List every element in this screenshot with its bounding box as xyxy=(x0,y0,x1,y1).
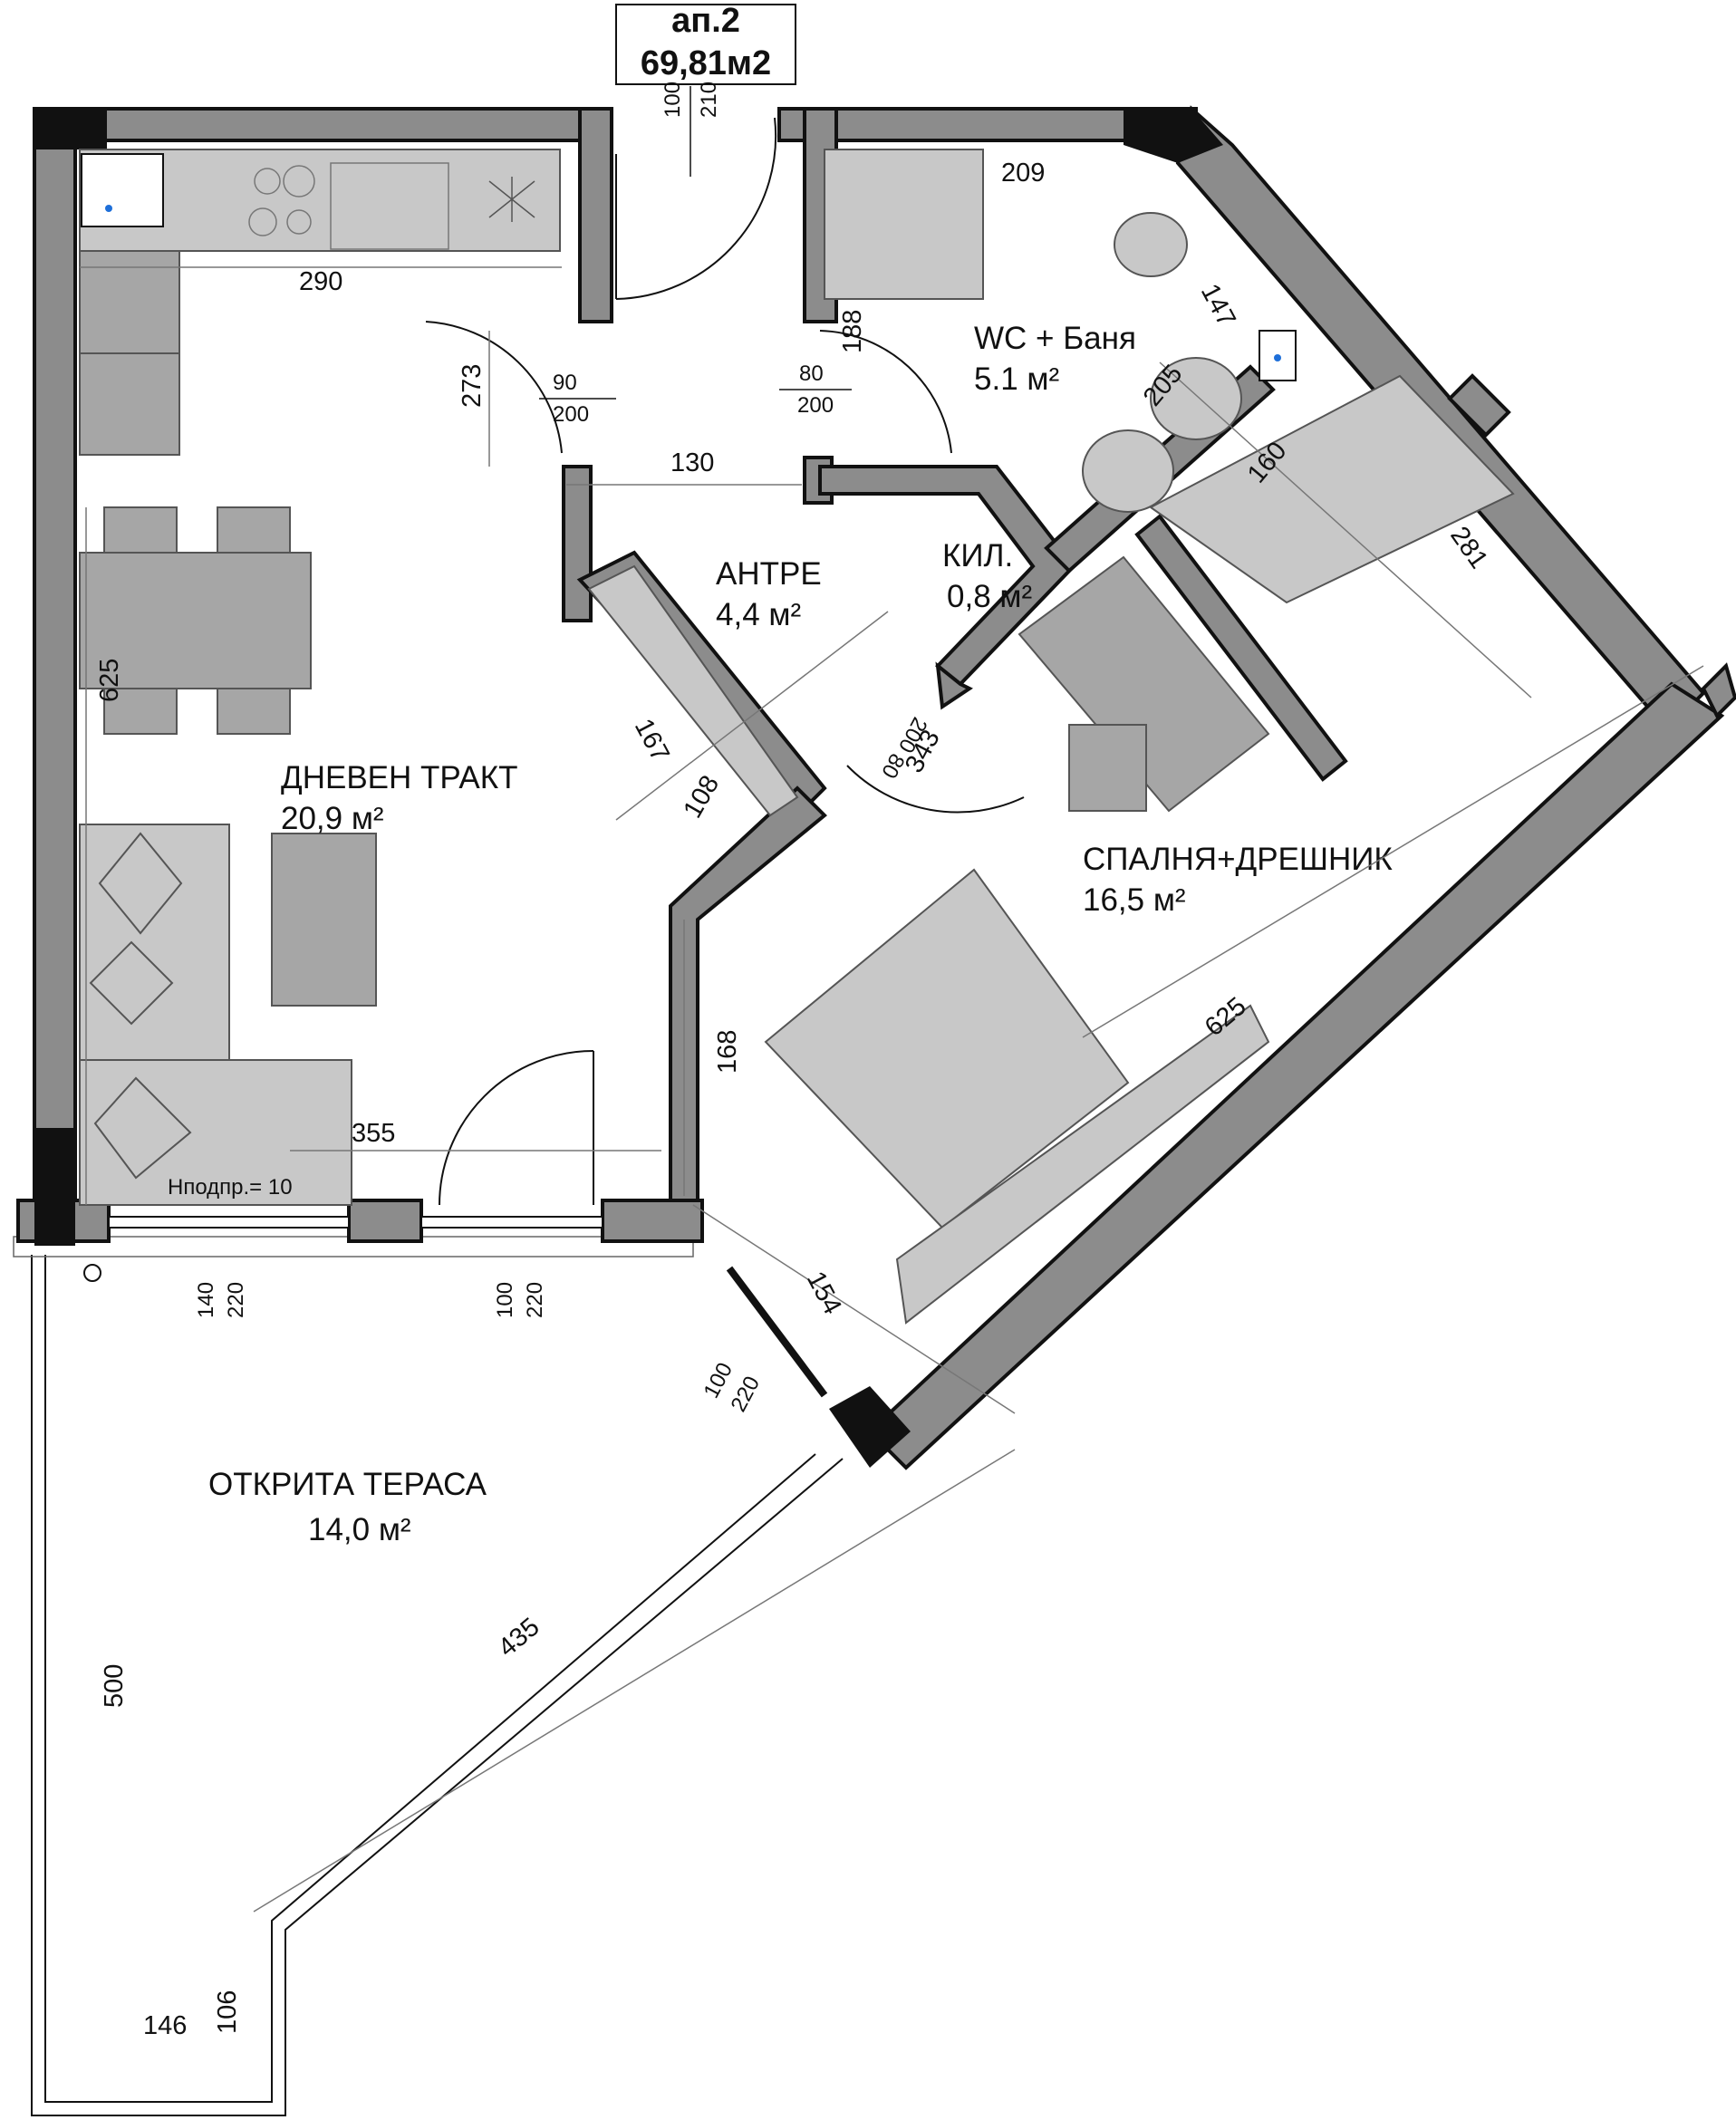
living-room-area: 20,9 м² xyxy=(281,801,384,836)
bedroom-name: СПАЛНЯ+ДРЕШНИК xyxy=(1083,842,1393,877)
bedroom-area: 16,5 м² xyxy=(1083,882,1186,918)
kitchen-counter xyxy=(79,149,561,456)
title-box xyxy=(615,4,796,85)
storage-area: 0,8 м² xyxy=(947,579,1032,614)
dim-door2-h: 200 xyxy=(797,393,834,418)
dim-terrace-500: 500 xyxy=(100,1664,129,1708)
dim-win1-h: 220 xyxy=(224,1282,248,1318)
dim-door1-w: 90 xyxy=(553,371,577,395)
bathroom-name: WC + Баня xyxy=(974,321,1136,356)
sofa xyxy=(79,824,377,1206)
sink-icon xyxy=(330,162,449,250)
dim-living-625: 625 xyxy=(95,659,124,702)
bathroom-area: 5.1 м² xyxy=(974,361,1059,397)
dim-wc: 147 xyxy=(1195,279,1241,332)
dim-door1-h: 200 xyxy=(553,402,589,427)
dim-kitchen: 290 xyxy=(299,267,342,296)
doors xyxy=(425,117,1025,1206)
dim-bath-door: 188 xyxy=(838,310,867,353)
dim-bed-168: 168 xyxy=(713,1030,742,1074)
dim-door2-w: 80 xyxy=(799,361,824,386)
dim-closet-167: 167 xyxy=(629,714,675,766)
fridge-icon xyxy=(81,153,164,227)
walls xyxy=(16,105,1736,1470)
dim-entry-w: 100 xyxy=(661,82,685,118)
dim-win2-w: 100 xyxy=(493,1282,517,1318)
terrace-name: ОТКРИТА ТЕРАСА xyxy=(208,1467,487,1502)
dim-bath-top: 209 xyxy=(1001,159,1045,188)
dim-terrace-146: 146 xyxy=(143,2011,187,2040)
apartment-number: ап.2 xyxy=(671,2,740,40)
storage-name: КИЛ. xyxy=(942,538,1013,573)
dim-entry-h: 210 xyxy=(697,82,721,118)
dimension-lines xyxy=(80,266,1704,1913)
apartment-area: 69,81м2 xyxy=(641,44,771,82)
level-marker-icon xyxy=(83,1264,101,1282)
living-room-name: ДНЕВЕН ТРАКТ xyxy=(281,760,518,795)
dim-hall-130: 130 xyxy=(670,448,714,477)
hall-closet xyxy=(587,564,799,817)
dim-win1-w: 140 xyxy=(194,1282,218,1318)
dim-closet-108: 108 xyxy=(678,771,725,824)
hall-name: АНТРЕ xyxy=(716,556,822,592)
dim-hall-273: 273 xyxy=(458,364,487,408)
dim-bed-281: 281 xyxy=(1444,522,1493,574)
dim-win2-h: 220 xyxy=(523,1282,547,1318)
dim-terrace-106: 106 xyxy=(213,1990,242,2034)
bedroom-furniture xyxy=(764,374,1515,1325)
dim-terrace-435: 435 xyxy=(493,1613,545,1663)
sill-height: Нподпр.= 10 xyxy=(168,1175,293,1200)
terrace-area: 14,0 м² xyxy=(308,1512,411,1547)
dim-bed-154: 154 xyxy=(801,1267,847,1319)
columns xyxy=(34,109,1223,1468)
dim-living-355: 355 xyxy=(352,1119,395,1148)
windows xyxy=(108,1216,828,1398)
bathroom-fixtures xyxy=(824,149,1297,513)
dining-table xyxy=(79,506,312,735)
hall-area: 4,4 м² xyxy=(716,597,801,632)
